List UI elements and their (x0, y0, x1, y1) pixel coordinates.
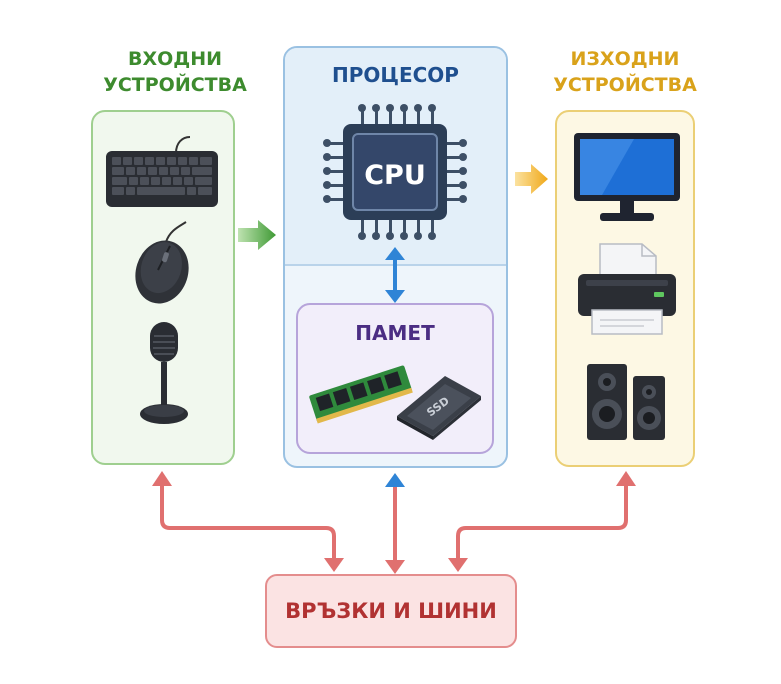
ram-module-icon (309, 365, 413, 424)
memory-title: ПАМЕТ (355, 321, 435, 345)
bus-arrowhead-cpu (385, 473, 405, 487)
bus-arrows (160, 484, 628, 562)
buses-box: ВРЪЗКИ И ШИНИ (265, 574, 517, 648)
cpu-memory-arrow (385, 247, 405, 303)
cpu-chip-icon: CPU (323, 104, 467, 240)
cpu-chip-label: CPU (364, 160, 426, 191)
input-devices-title: ВХОДНИ УСТРОЙСТВА (75, 46, 275, 98)
bus-arrowhead-output (616, 471, 636, 486)
input-to-cpu-arrow (238, 220, 276, 250)
input-title-line-2: УСТРОЙСТВА (103, 74, 247, 96)
keyboard-icon (106, 136, 218, 207)
monitor-icon (574, 133, 680, 221)
speakers-icon (587, 364, 665, 440)
cpu-to-output-arrow (515, 164, 548, 194)
output-title-line-1: ИЗХОДНИ (570, 48, 680, 70)
input-title-line-1: ВХОДНИ (127, 48, 222, 70)
processor-title: ПРОЦЕСОР (332, 63, 459, 87)
output-devices-title: ИЗХОДНИ УСТРОЙСТВА (525, 46, 725, 98)
bus-arrowhead-center-down (385, 560, 405, 574)
bus-arrowhead-right-down (448, 558, 468, 572)
ssd-icon: SSD (397, 376, 481, 440)
printer-icon (578, 243, 676, 335)
bus-arrowhead-left-down (324, 558, 344, 572)
buses-label: ВРЪЗКИ И ШИНИ (285, 599, 497, 623)
microphone-icon (140, 322, 188, 424)
mouse-icon (135, 221, 189, 304)
bus-arrowhead-input (152, 471, 172, 486)
output-title-line-2: УСТРОЙСТВА (553, 74, 697, 96)
